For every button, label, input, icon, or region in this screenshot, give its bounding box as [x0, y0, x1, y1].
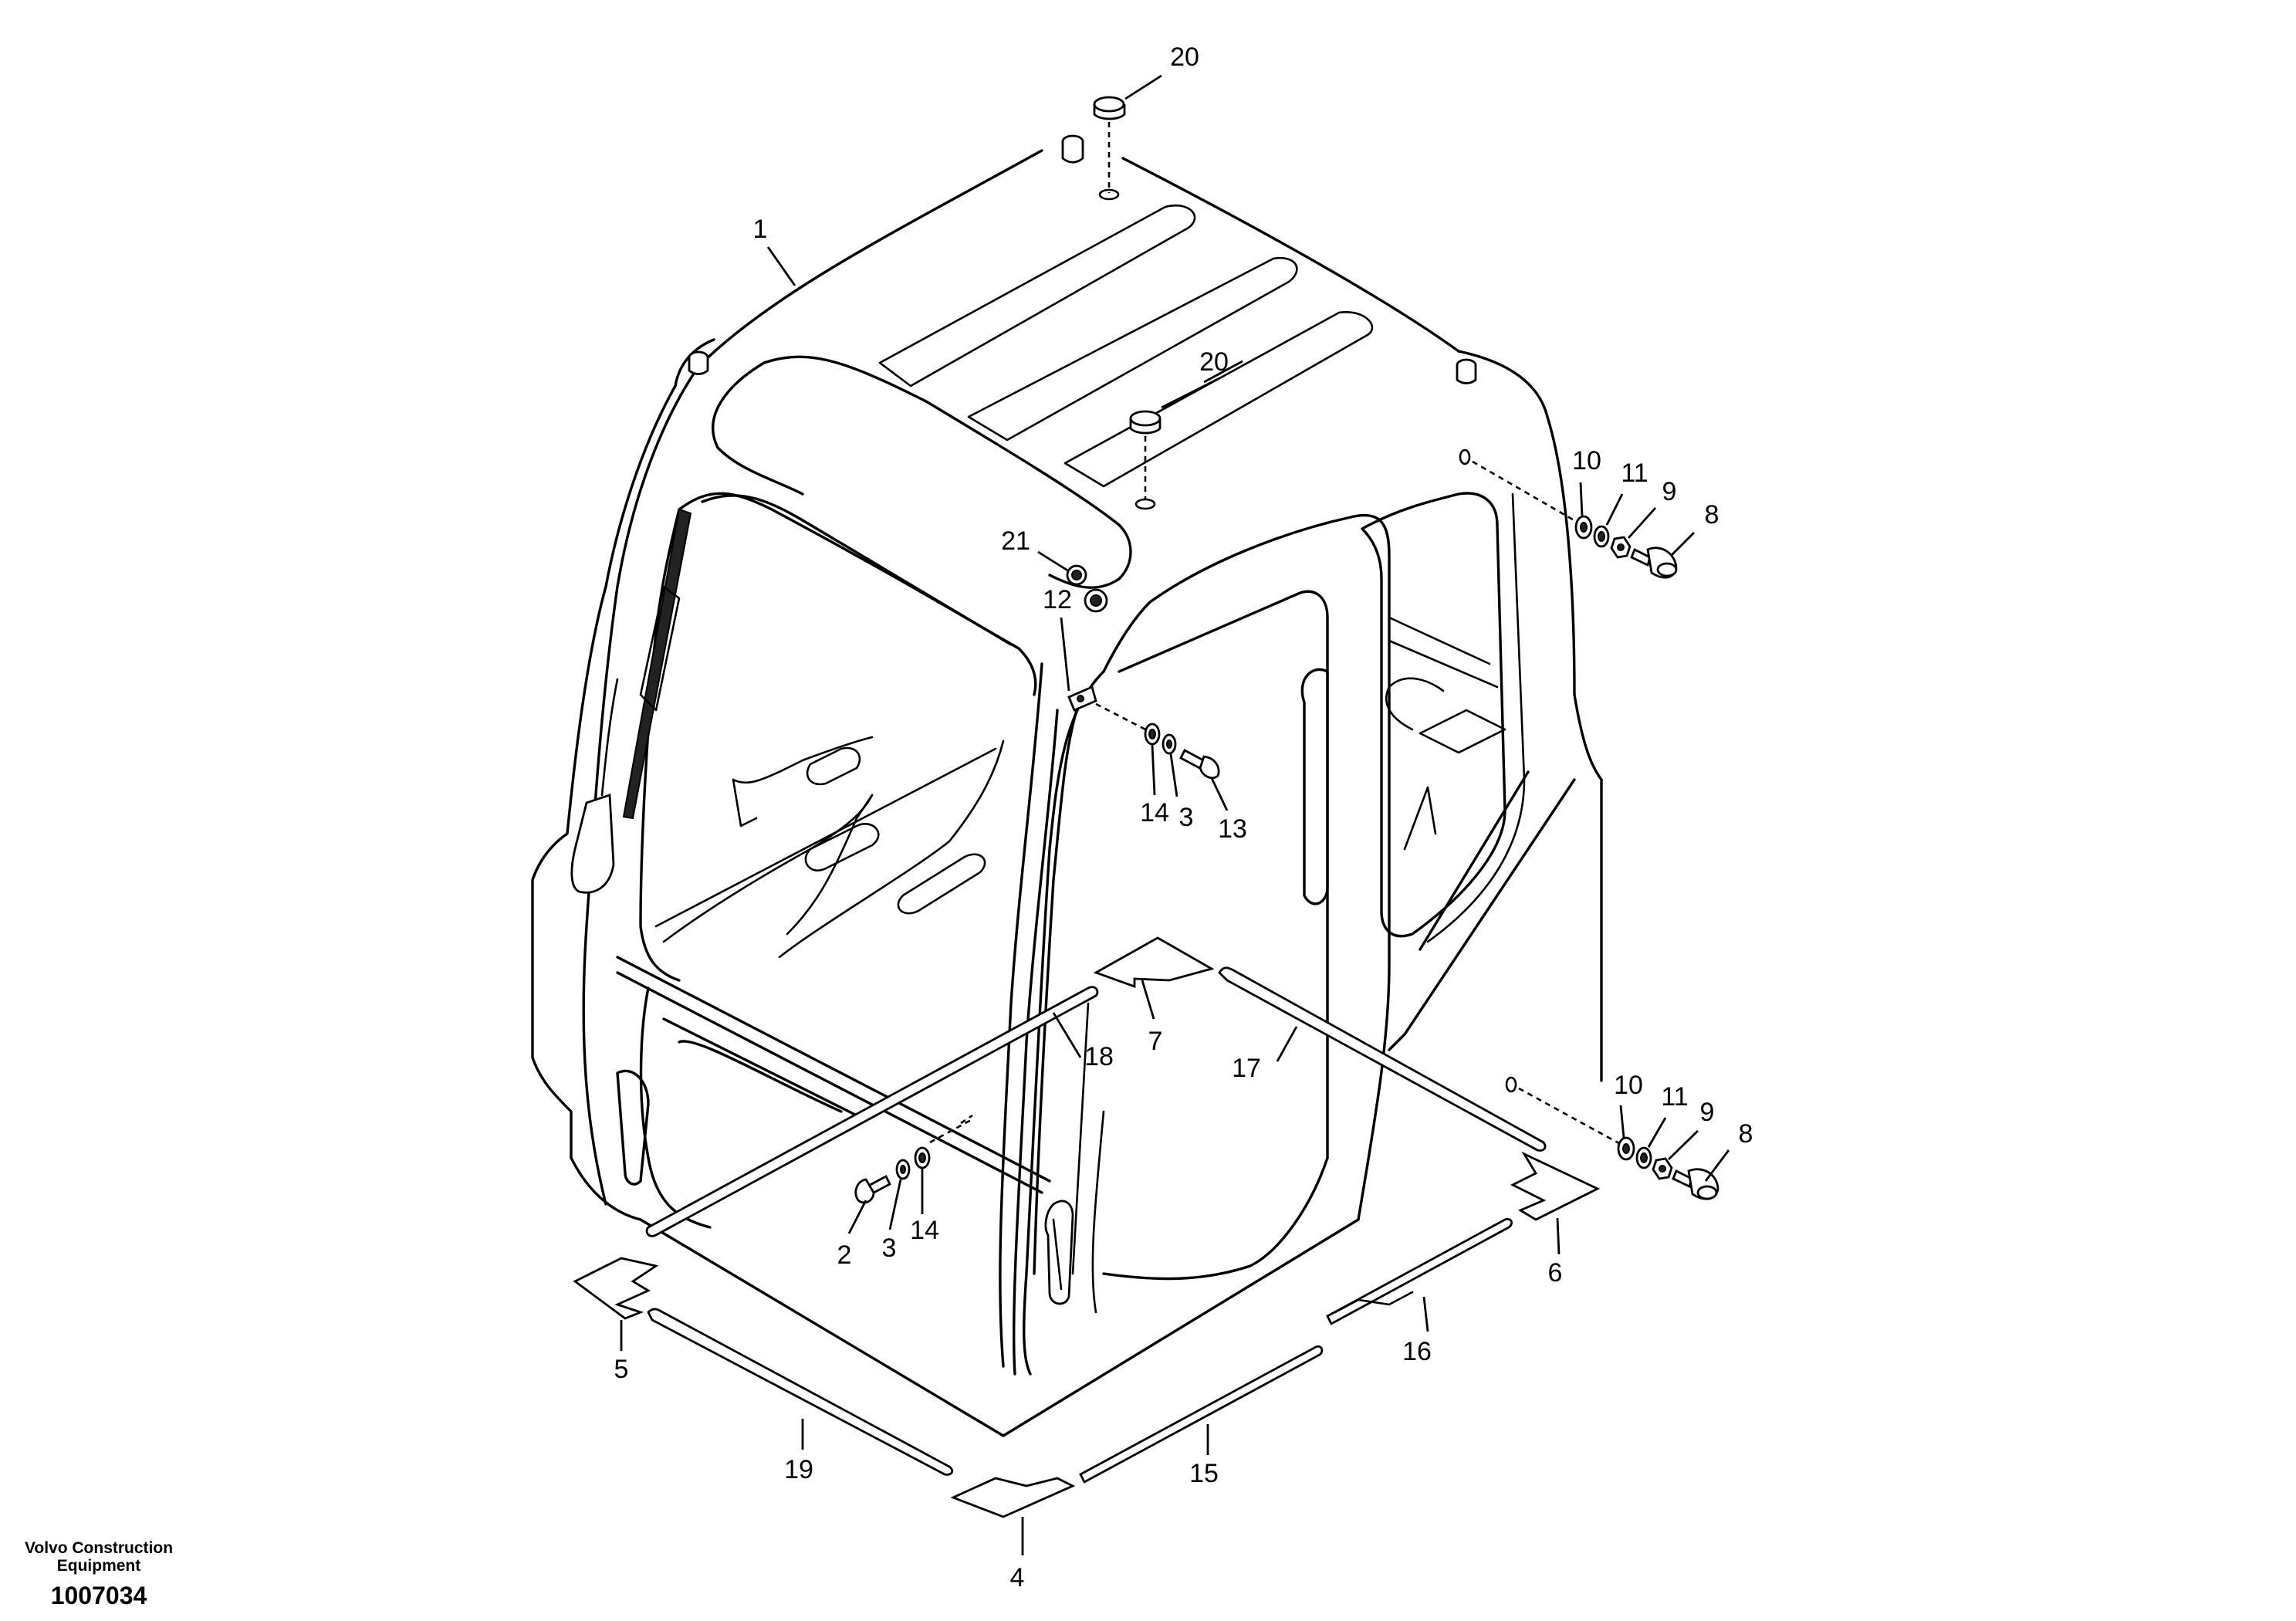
callout-8-top: 8	[1705, 500, 1719, 530]
lock-washer-3-bottom-icon	[895, 1159, 911, 1180]
seal-strip-19	[647, 1308, 954, 1476]
callout-3-bottom: 3	[882, 1234, 897, 1263]
callout-14-top: 14	[1140, 798, 1169, 827]
cap-20-mid-icon	[1129, 410, 1162, 435]
callout-20-mid: 20	[1199, 347, 1229, 377]
callout-11-top: 11	[1621, 459, 1648, 488]
lock-washer-3-top-icon	[1162, 733, 1177, 755]
cap-20-top-icon	[1093, 96, 1126, 120]
stud-8-bottom-icon	[1672, 1168, 1719, 1200]
washer-10-bottom-icon	[1617, 1136, 1635, 1161]
washer-14-top-icon	[1144, 723, 1161, 746]
floor-mat-pieces	[573, 936, 1601, 1518]
seal-strip-17	[1218, 966, 1547, 1152]
caption-block: Volvo Construction Equipment 1007034	[25, 1539, 173, 1609]
hardware	[688, 96, 1719, 1204]
company-name-line1: Volvo Construction	[25, 1539, 173, 1557]
washer-11-top-icon	[1593, 525, 1610, 548]
callout-7: 7	[1148, 1027, 1163, 1056]
roof-bushing-left-icon	[688, 350, 709, 375]
callout-14-bottom: 14	[910, 1216, 939, 1245]
callout-17: 17	[1232, 1054, 1261, 1083]
washer-10-top-icon	[1574, 515, 1593, 540]
callout-9-bottom: 9	[1700, 1098, 1715, 1127]
callout-4: 4	[1010, 1563, 1025, 1592]
callout-15: 15	[1189, 1459, 1219, 1488]
roof-bushing-top-icon	[1061, 134, 1084, 164]
callout-19: 19	[784, 1455, 813, 1484]
company-name-line2: Equipment	[57, 1557, 141, 1575]
washer-14-bottom-icon	[914, 1146, 931, 1169]
callout-2: 2	[837, 1240, 852, 1270]
stud-8-top-icon	[1630, 547, 1678, 579]
callout-labels: 20 1 20 21 12 10 11 9 8 14 3 13 7 18 17 …	[614, 42, 1753, 1592]
mat-piece-6	[1510, 1151, 1601, 1221]
callout-12: 12	[1043, 585, 1072, 614]
nut-9-top-icon	[1610, 536, 1632, 559]
drawing-number: 1007034	[51, 1582, 147, 1609]
mat-piece-4	[950, 1477, 1076, 1518]
nut-9-bottom-icon	[1652, 1157, 1673, 1180]
roof-bushing-right-icon	[1456, 358, 1477, 384]
callout-1: 1	[753, 215, 768, 244]
callout-9-top: 9	[1662, 477, 1677, 506]
seal-strip-18	[645, 986, 1099, 1237]
plug-21-icon	[1066, 564, 1108, 613]
callout-11-bottom: 11	[1661, 1082, 1688, 1112]
callout-13: 13	[1218, 814, 1247, 844]
seal-strip-16	[1326, 1217, 1513, 1325]
callout-16: 16	[1402, 1337, 1432, 1366]
cab-frame	[531, 149, 1603, 1437]
mat-piece-7	[1093, 936, 1215, 988]
callout-6: 6	[1548, 1258, 1563, 1288]
bolt-13-icon	[1179, 749, 1220, 780]
callout-10-bottom: 10	[1614, 1071, 1643, 1100]
callout-5: 5	[614, 1355, 629, 1384]
callout-10-top: 10	[1572, 446, 1601, 475]
seal-strip-15	[1079, 1345, 1324, 1484]
callout-21: 21	[1001, 526, 1030, 556]
washer-11-bottom-icon	[1635, 1146, 1652, 1169]
callout-20-top: 20	[1170, 42, 1199, 72]
callout-8-bottom: 8	[1739, 1119, 1753, 1149]
bracket-12-icon	[1067, 685, 1097, 712]
callout-3-top: 3	[1179, 803, 1194, 832]
mat-piece-5	[573, 1257, 659, 1320]
callout-18: 18	[1084, 1042, 1114, 1071]
leader-lines	[620, 74, 1730, 1555]
bolt-2-icon	[854, 1175, 891, 1204]
